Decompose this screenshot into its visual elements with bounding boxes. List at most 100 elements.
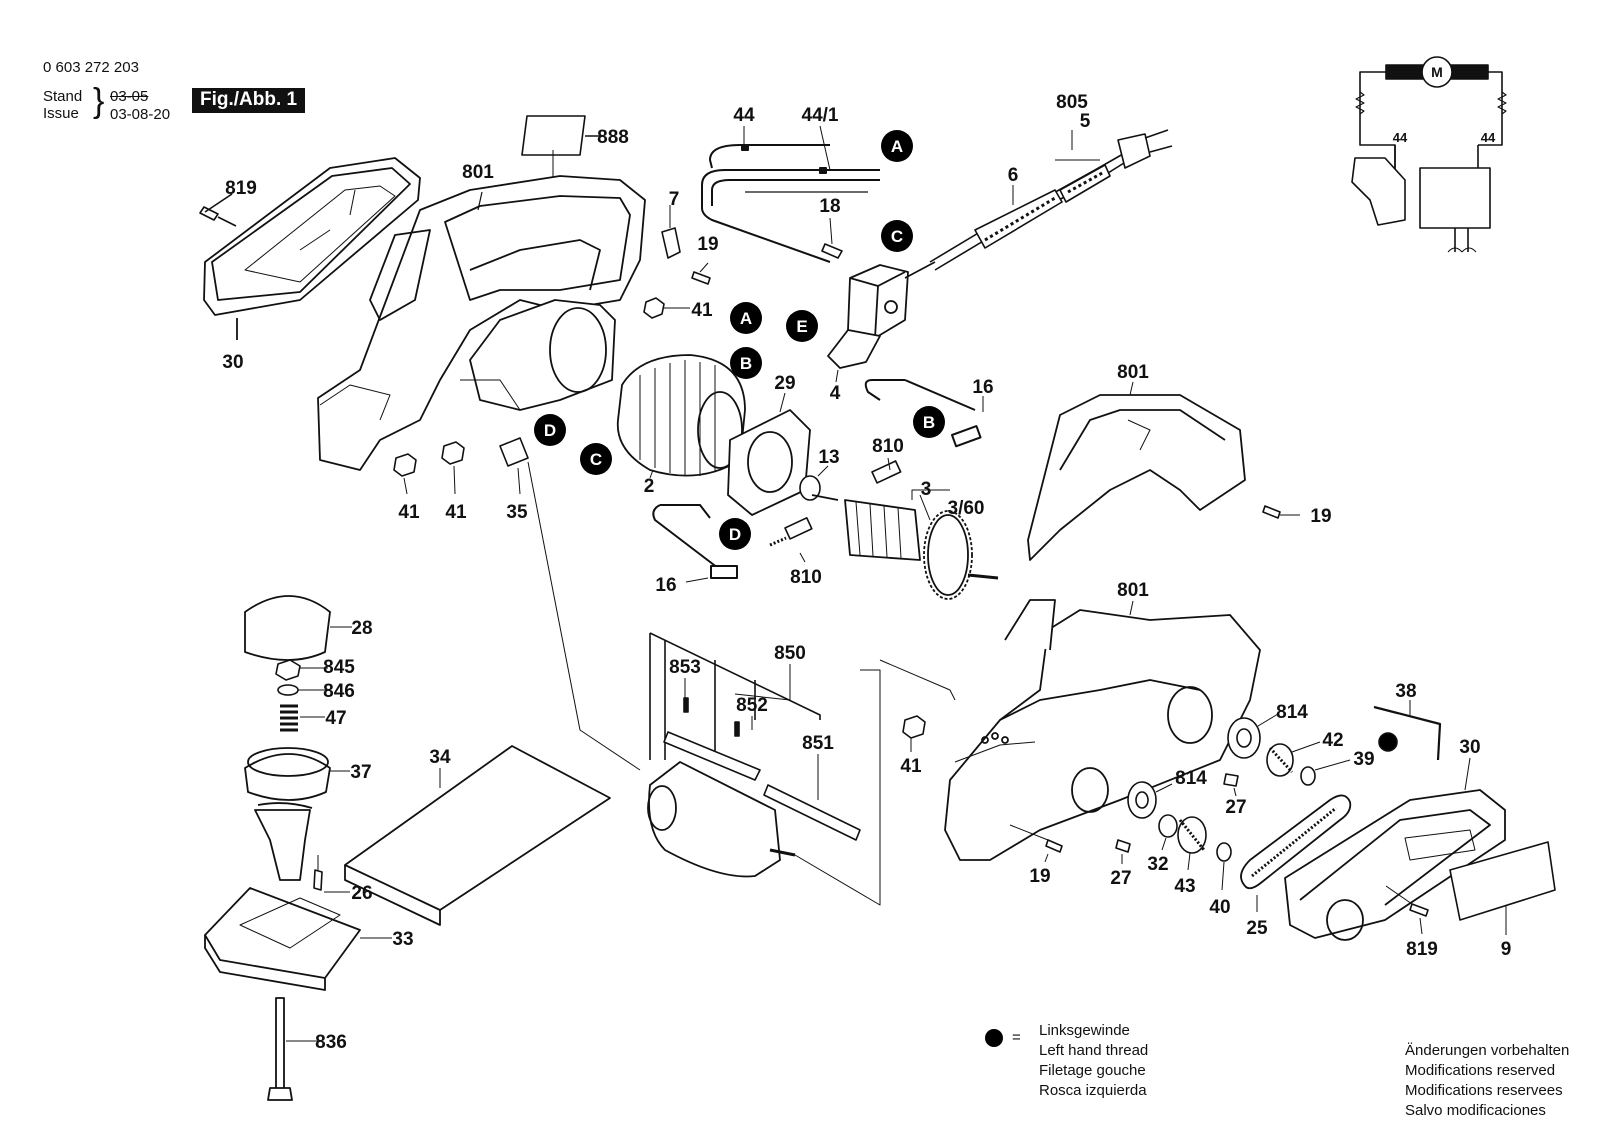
nut-41-lower-left <box>393 453 417 495</box>
screw-27-upper <box>1223 773 1239 797</box>
screw-19-lower <box>1009 824 1063 863</box>
pulley-42 <box>1266 741 1321 777</box>
marker-circle <box>913 406 945 438</box>
callout-888: 888 <box>597 127 629 148</box>
marker-circle <box>881 130 913 162</box>
marker-c: C <box>881 220 913 252</box>
legend-line-de: Linksgewinde <box>1039 1022 1130 1039</box>
callout-6: 6 <box>1008 165 1019 186</box>
part-number: 0 603 272 203 <box>43 59 139 76</box>
screw-819-left <box>199 193 237 227</box>
callout-44-1: 44/1 <box>802 105 839 126</box>
screw-19-small <box>691 262 711 285</box>
marker-letter: C <box>891 227 903 246</box>
callout-810: 810 <box>790 567 822 588</box>
marker-letter: D <box>729 525 741 544</box>
belt-cover-30-right <box>1284 757 1506 941</box>
nut-41-upper <box>643 297 690 319</box>
issue-label: Issue <box>43 105 79 122</box>
bearing-814-lower <box>1127 781 1173 819</box>
left-thread-dot <box>1378 732 1398 752</box>
field-stator-2 <box>616 354 746 479</box>
knob-28 <box>244 595 352 661</box>
marker-circle <box>881 220 913 252</box>
washer-32 <box>1158 814 1178 851</box>
legend-line-en: Left hand thread <box>1039 1042 1149 1059</box>
marker-letter: B <box>923 413 935 432</box>
brush-holder-16-lower <box>652 504 738 583</box>
spring-47 <box>280 704 325 732</box>
motor-label: M <box>1431 64 1443 80</box>
callout-47: 47 <box>325 708 346 729</box>
marker-circle <box>719 518 751 550</box>
clip-7 <box>661 205 681 259</box>
notice-line-de: Änderungen vorbehalten <box>1405 1042 1570 1059</box>
bearing-13 <box>799 465 829 501</box>
spindle-shaft <box>254 802 313 881</box>
callout-819: 819 <box>225 178 257 199</box>
callout-846: 846 <box>323 681 355 702</box>
marker-circle <box>730 347 762 379</box>
callout-836: 836 <box>315 1032 347 1053</box>
callout-819: 819 <box>1406 939 1438 960</box>
bushing-35 <box>499 437 641 771</box>
washer-40 <box>1216 842 1232 891</box>
marker-letter: C <box>590 450 602 469</box>
callout-851: 851 <box>802 733 834 754</box>
marker-letter: B <box>740 354 752 373</box>
callout-18: 18 <box>819 196 840 217</box>
drive-belt-25 <box>1240 794 1352 912</box>
bearing-814-upper <box>1227 713 1279 759</box>
callout-29: 29 <box>774 373 795 394</box>
marker-letter: D <box>544 421 556 440</box>
callout-42: 42 <box>1322 730 1343 751</box>
marker-circle <box>730 302 762 334</box>
wiring-schematic <box>1351 56 1507 253</box>
sole-plate-34 <box>344 745 611 926</box>
nut-41-lower-mid <box>441 441 465 495</box>
callout-38: 38 <box>1395 681 1416 702</box>
callout-27: 27 <box>1225 797 1246 818</box>
marker-circle <box>534 414 566 446</box>
marker-circle <box>580 443 612 475</box>
carbon-brush-810-lower <box>769 517 813 563</box>
marker-d: D <box>534 414 566 446</box>
notice-line-en: Modifications reserved <box>1405 1062 1556 1079</box>
carbon-brush-810-upper <box>871 457 902 484</box>
marker-d: D <box>719 518 751 550</box>
callout-5: 5 <box>1080 111 1091 132</box>
marker-c: C <box>580 443 612 475</box>
callout-845: 845 <box>323 657 355 678</box>
nut-41-right <box>902 715 926 752</box>
marker-letter: E <box>796 317 807 336</box>
screw-27-lower <box>1115 839 1131 864</box>
screw-819-right <box>1385 885 1429 935</box>
modifications-notice: Änderungen vorbehalten Modifications res… <box>1405 1041 1569 1121</box>
callout-40: 40 <box>1209 897 1230 918</box>
old-date: 03-05 <box>110 88 149 105</box>
left-thread-legend-dot <box>985 1029 1003 1047</box>
callout-13: 13 <box>818 447 839 468</box>
schematic-right-label: 44 <box>1481 130 1496 145</box>
brace-glyph: } <box>93 82 105 120</box>
belt-cover-30 <box>203 157 421 340</box>
callout-34: 34 <box>429 747 451 768</box>
callout-27: 27 <box>1110 868 1131 889</box>
callout-19: 19 <box>697 234 718 255</box>
callout-41: 41 <box>398 502 420 523</box>
callout-853: 853 <box>669 657 701 678</box>
callout-19: 19 <box>1029 866 1050 887</box>
adjusting-ring-37 <box>244 747 350 801</box>
callout-44: 44 <box>733 105 755 126</box>
figure-label: Fig./Abb. 1 <box>192 88 306 113</box>
cutter-assembly-850 <box>649 632 861 841</box>
washer-39 <box>1300 759 1351 786</box>
callout-19: 19 <box>1310 506 1331 527</box>
bolt-836 <box>267 997 318 1101</box>
left-thread-legend: Linksgewinde Left hand thread Filetage g… <box>1039 1021 1148 1101</box>
schematic-left-label: 44 <box>1393 130 1408 145</box>
notice-line-es: Salvo modificaciones <box>1405 1102 1546 1119</box>
